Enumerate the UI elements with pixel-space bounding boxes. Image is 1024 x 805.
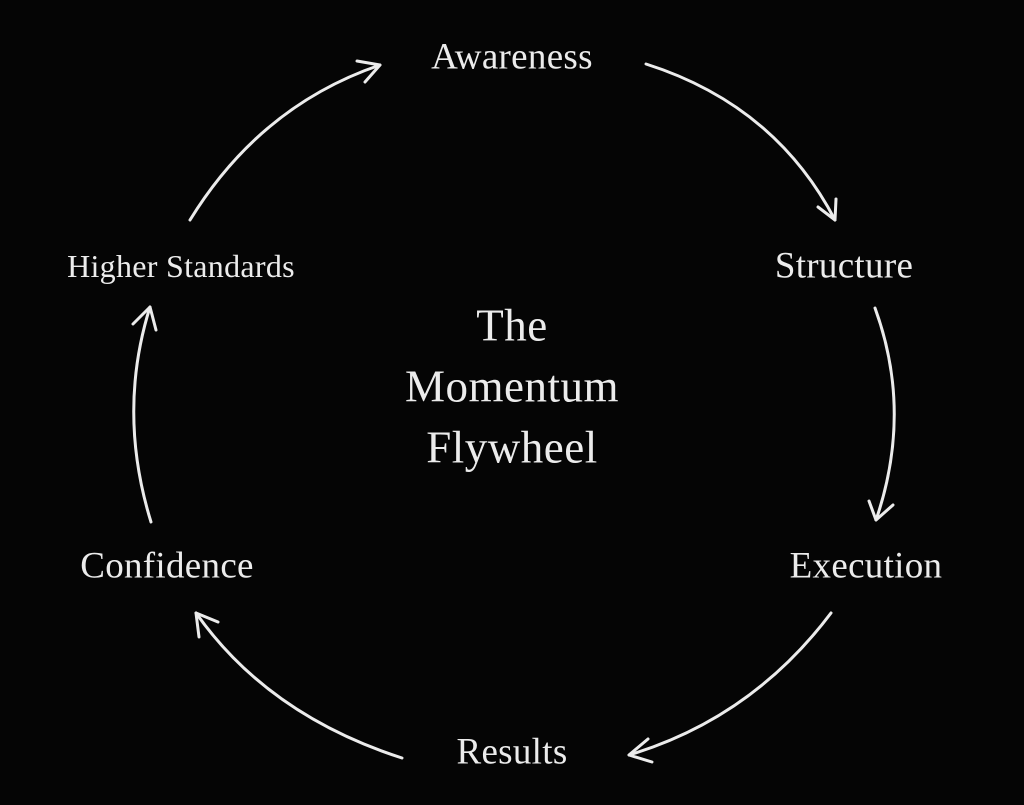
arrow-execution-to-results — [627, 611, 833, 764]
arrowhead-icon — [816, 197, 838, 222]
arrow-shaft — [627, 611, 833, 757]
arrow-confidence-to-higher-standards — [131, 305, 158, 524]
node-structure: Structure — [774, 245, 914, 287]
node-awareness: Awareness — [431, 36, 593, 78]
node-results: Results — [456, 731, 568, 773]
arrow-shaft — [132, 305, 153, 524]
title-line: Momentum — [405, 361, 619, 412]
node-execution: Execution — [789, 545, 943, 587]
arrow-higher-standards-to-awareness — [188, 59, 382, 222]
title-line: Flywheel — [426, 422, 598, 473]
arrowhead-icon — [627, 737, 654, 764]
arrow-awareness-to-structure — [644, 62, 838, 222]
diagram-title: The Momentum Flywheel — [405, 296, 619, 479]
arrowhead-icon — [355, 59, 382, 84]
node-confidence: Confidence — [80, 545, 254, 587]
node-higher-standards: Higher Standards — [67, 248, 295, 284]
arrow-shaft — [194, 611, 404, 760]
arrow-results-to-confidence — [194, 611, 404, 760]
arrow-shaft — [873, 306, 896, 522]
arrowhead-icon — [867, 499, 895, 522]
title-line: The — [476, 300, 548, 351]
arrow-shaft — [188, 63, 382, 222]
arrowhead-icon — [131, 305, 158, 332]
arrow-structure-to-execution — [867, 306, 896, 522]
arrow-shaft — [644, 62, 837, 222]
arrowhead-icon — [194, 611, 220, 639]
